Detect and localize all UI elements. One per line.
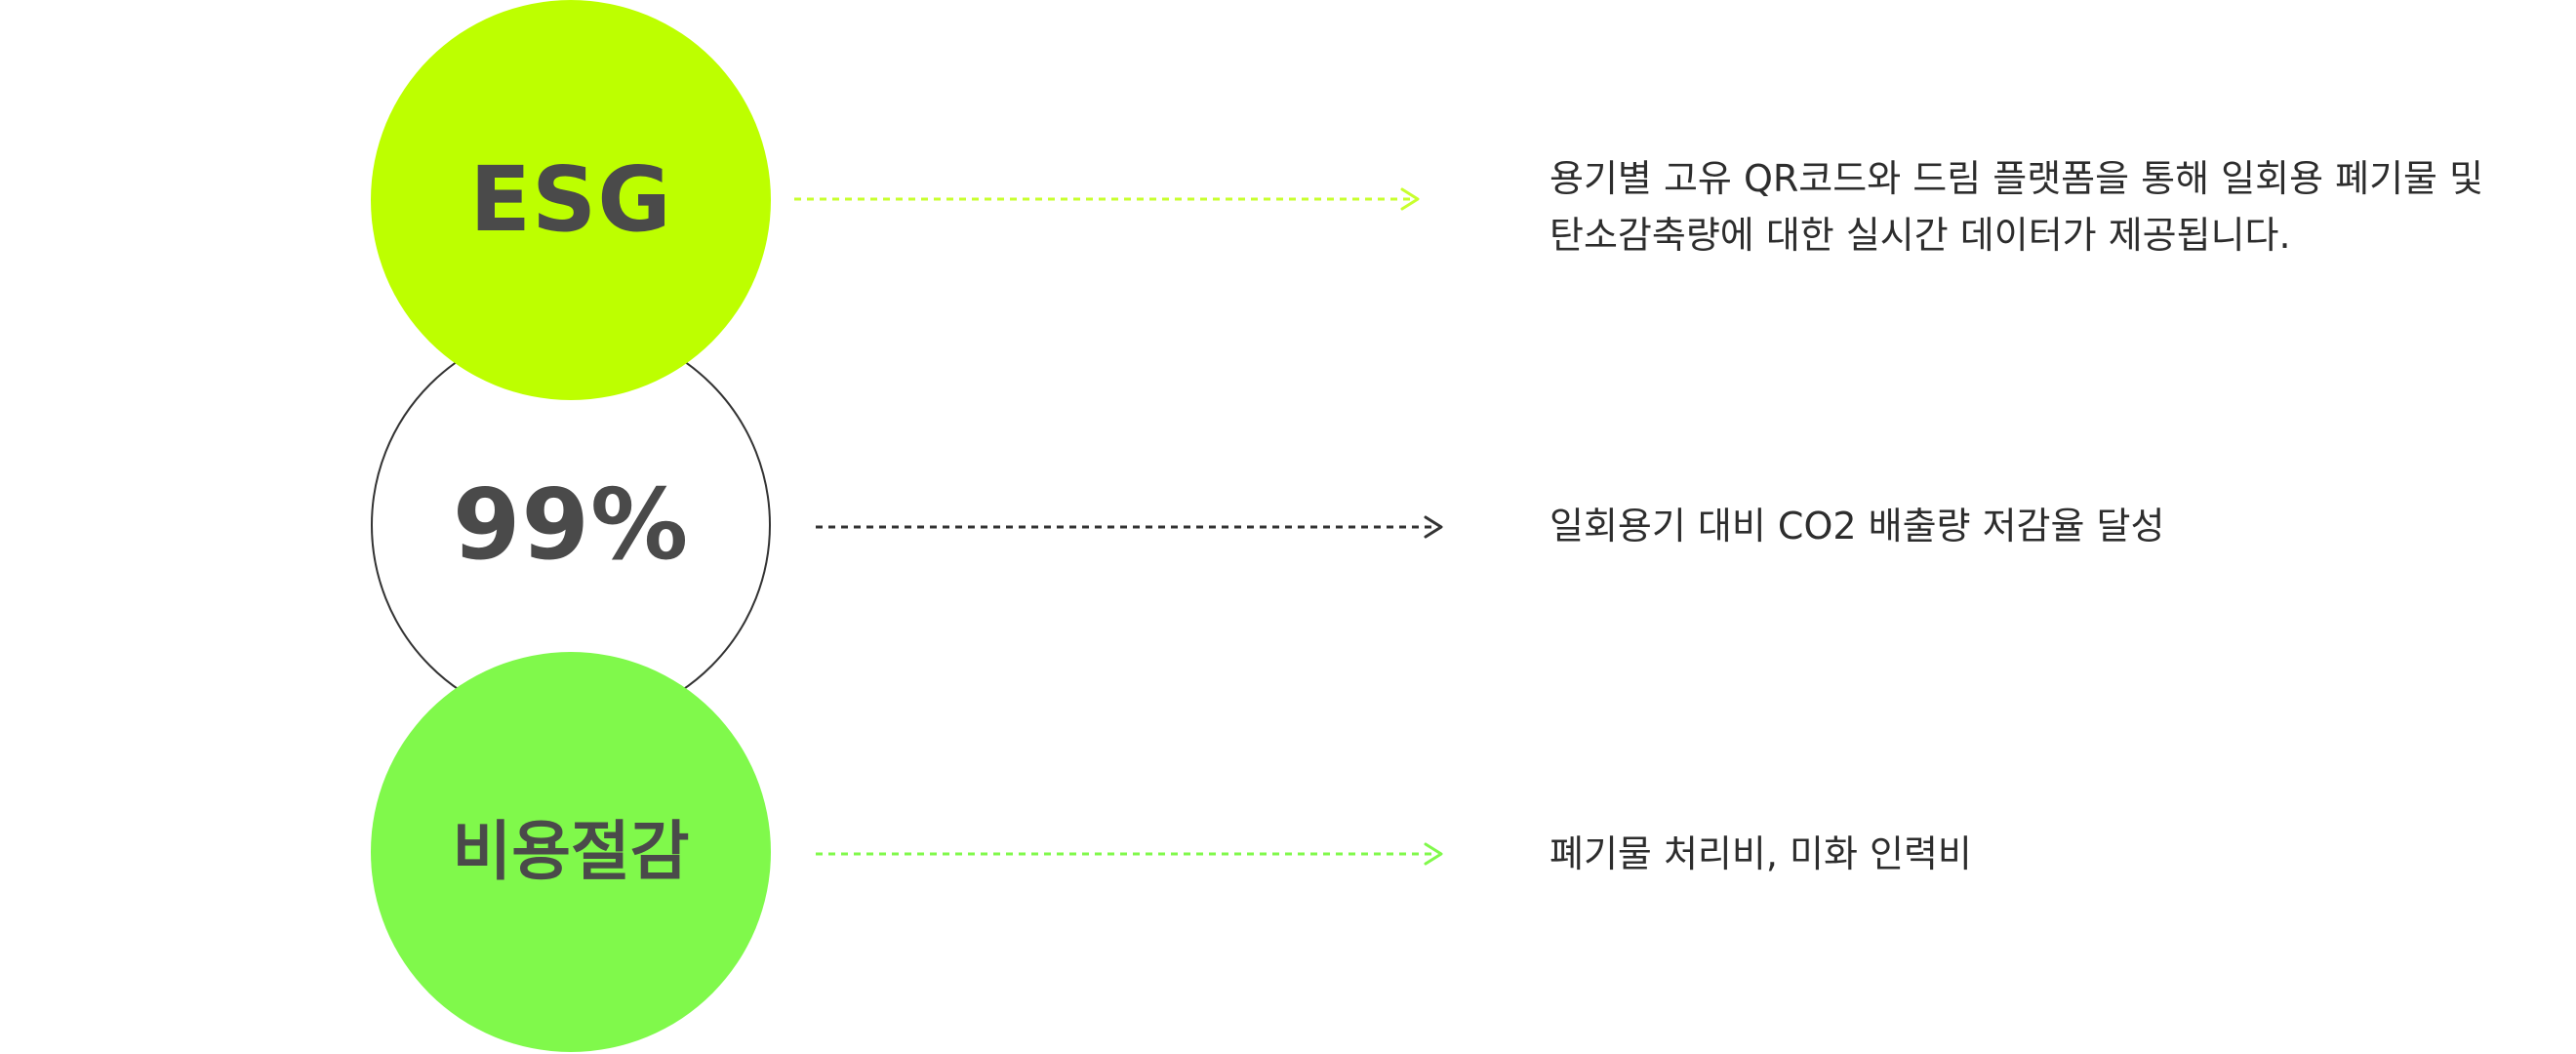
cost-saving-arrow-icon bbox=[816, 842, 1443, 866]
cost-saving-description-line: 폐기물 처리비, 미화 인력비 bbox=[1550, 832, 1972, 875]
reduction-rate-arrow-icon bbox=[816, 515, 1443, 539]
reduction-rate-description-line: 일회용기 대비 CO2 배출량 저감율 달성 bbox=[1550, 505, 2165, 547]
esg-label: ESG bbox=[469, 147, 672, 252]
esg-arrow-icon bbox=[794, 187, 1420, 211]
cost-saving-description: 폐기물 처리비, 미화 인력비 bbox=[1550, 826, 1972, 882]
esg-description-line: 용기별 고유 QR코드와 드림 플랫폼을 통해 일회용 폐기물 및 bbox=[1550, 157, 2484, 200]
reduction-rate-description: 일회용기 대비 CO2 배출량 저감율 달성 bbox=[1550, 498, 2164, 554]
reduction-rate-label: 99% bbox=[452, 467, 690, 582]
cost-saving-circle: 비용절감 bbox=[371, 652, 771, 1052]
esg-description: 용기별 고유 QR코드와 드림 플랫폼을 통해 일회용 폐기물 및 탄소감축량에… bbox=[1550, 150, 2483, 264]
esg-circle: ESG bbox=[371, 0, 771, 400]
esg-description-line: 탄소감축량에 대한 실시간 데이터가 제공됩니다. bbox=[1550, 214, 2291, 257]
cost-saving-label: 비용절감 bbox=[452, 814, 690, 889]
